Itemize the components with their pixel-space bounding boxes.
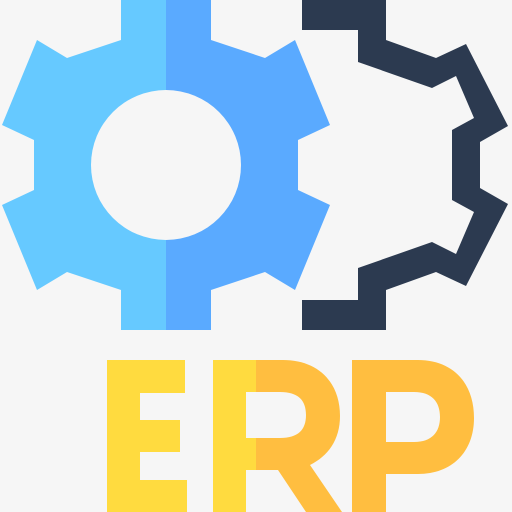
letter-r [213,360,256,512]
erp-lettering [107,360,474,512]
letter-e [107,360,187,512]
outline-gear-icon [302,0,508,330]
solid-gear-icon [2,0,330,330]
gear-left-half [2,0,166,330]
letter-r-right [256,360,342,512]
gear-right-half [166,0,330,330]
letter-p [352,360,474,512]
